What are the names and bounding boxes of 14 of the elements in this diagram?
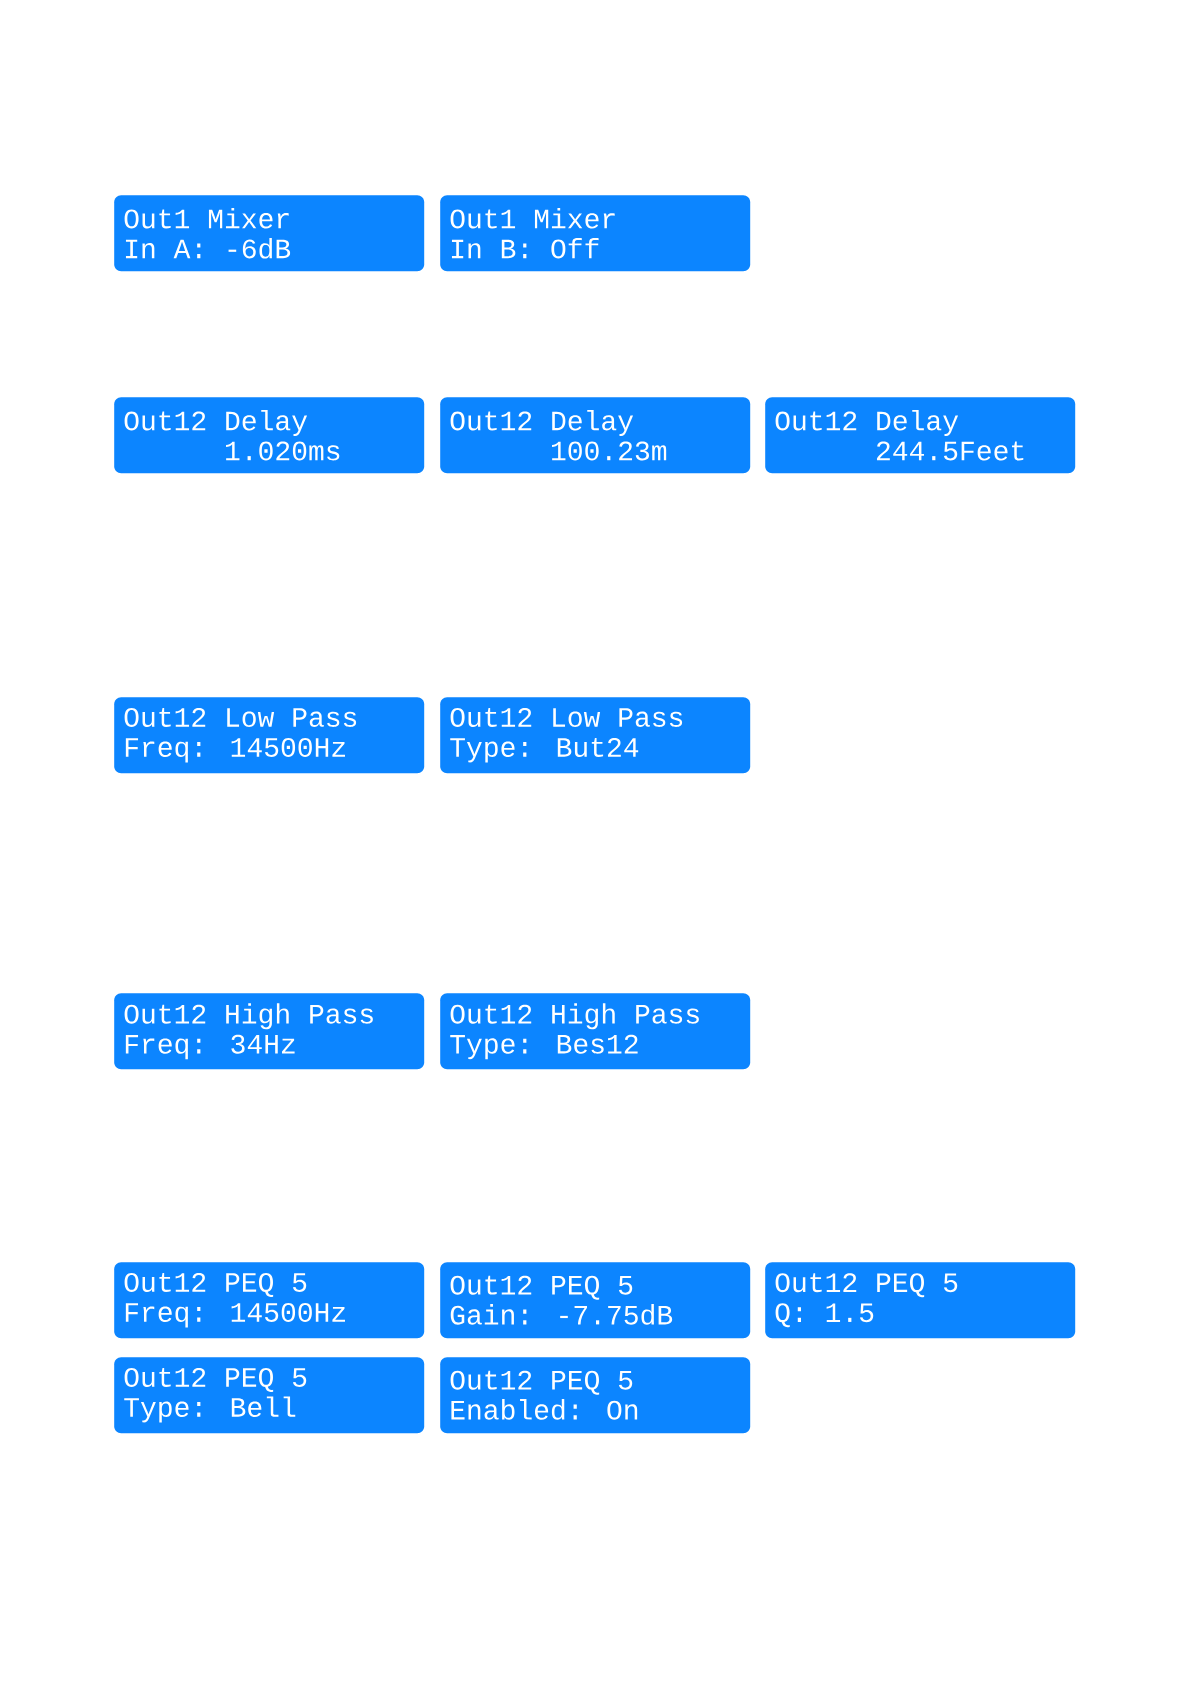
lcd-display: Out1 Mixer In B: Off: [440, 195, 751, 272]
lcd-display: Out12 Delay 1.020ms: [114, 397, 425, 474]
lcd-display: Out12 PEQ 5 Enabled: On: [440, 1357, 751, 1434]
lcd-display: Out12 Delay 100.23m: [440, 397, 751, 474]
lcd-display: Out12 Low Pass Type: But24: [440, 697, 751, 774]
lcd-display: Out12 PEQ 5 Q: 1.5: [765, 1262, 1076, 1339]
lcd-display: Out12 PEQ 5 Freq: 14500Hz: [114, 1262, 425, 1339]
lcd-display: Out12 Delay 244.5Feet: [765, 397, 1076, 474]
lcd-display: Out12 PEQ 5 Type: Bell: [114, 1357, 425, 1434]
lcd-display: Out12 PEQ 5 Gain: -7.75dB: [440, 1262, 751, 1339]
lcd-display: Out12 Low Pass Freq: 14500Hz: [114, 697, 425, 774]
lcd-display: Out1 Mixer In A: -6dB: [114, 195, 425, 272]
lcd-display: Out12 High Pass Type: Bes12: [440, 993, 751, 1070]
lcd-display: Out12 High Pass Freq: 34Hz: [114, 993, 425, 1070]
